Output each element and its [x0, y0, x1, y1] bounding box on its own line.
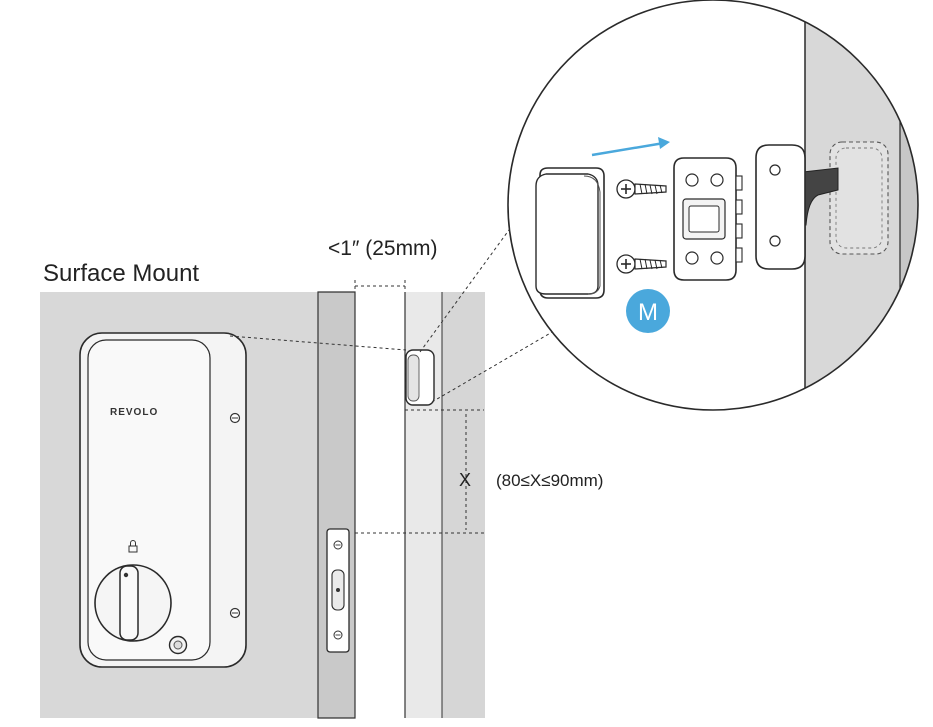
- smart-lock: REVOLO: [79, 332, 247, 668]
- door-sensor: [405, 349, 435, 406]
- diagram-title: Surface Mount: [43, 260, 199, 287]
- lock-screw-bottom-icon: [229, 607, 241, 619]
- magnet-plate: [755, 144, 806, 270]
- distance-range-label: (80≤X≤90mm): [496, 471, 603, 490]
- strike-plate: [326, 528, 350, 653]
- screw-bottom-icon: [616, 254, 667, 274]
- lock-screw-top-icon: [229, 412, 241, 424]
- lock-icon: [128, 540, 138, 553]
- distance-symbol-label: X: [459, 470, 471, 490]
- brand-logo: REVOLO: [110, 407, 158, 418]
- thumb-turn-knob: [94, 564, 172, 642]
- install-direction-arrow: [591, 137, 670, 157]
- part-marker-label: M: [638, 299, 658, 326]
- mounting-bracket: [673, 157, 743, 281]
- magnet-cover: [535, 167, 605, 299]
- gap-dimension-label: <1″ (25mm): [328, 237, 438, 260]
- screw-top-icon: [616, 179, 667, 199]
- key-button: [168, 635, 188, 655]
- part-marker-badge: M: [626, 289, 670, 333]
